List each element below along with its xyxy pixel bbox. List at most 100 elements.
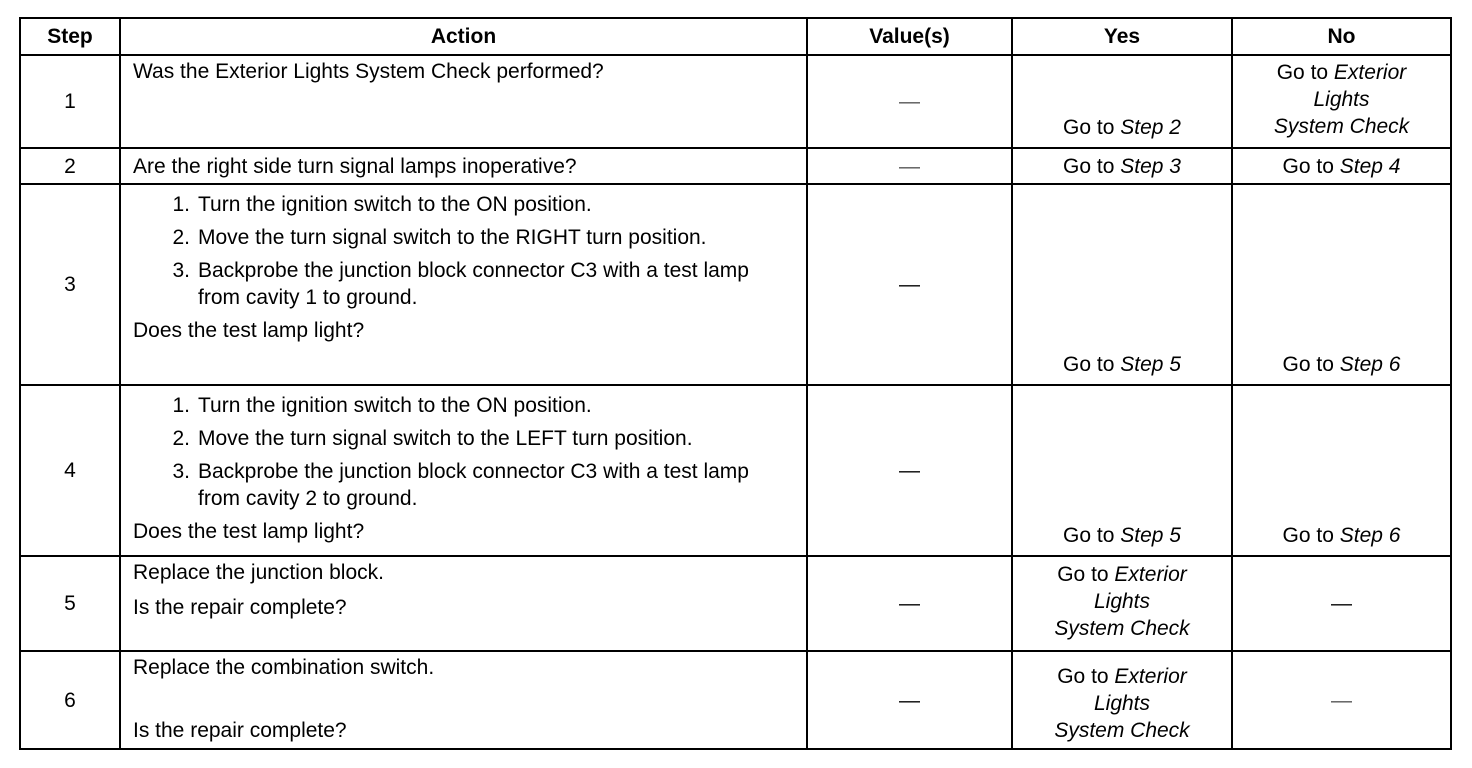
no-dash: — (1331, 688, 1352, 712)
no-link[interactable]: Step 6 (1339, 524, 1401, 547)
table-row: 6 Replace the combination switch. Is the… (19, 650, 1452, 750)
substep: 2.Move the turn signal switch to the LEF… (133, 425, 794, 452)
no-cell: Go to Step 6 (1231, 183, 1452, 386)
action-text: Replace the junction block. (133, 561, 384, 584)
yes-link[interactable]: Exterior (1114, 665, 1187, 688)
value-dash: — (899, 273, 920, 296)
yes-cell: Go to Exterior Lights System Check (1011, 555, 1233, 652)
no-prefix: Go to (1276, 61, 1334, 84)
table-row: 2 Are the right side turn signal lamps i… (19, 147, 1452, 185)
step-number: 1 (19, 54, 121, 149)
step-number: 2 (19, 147, 121, 185)
step-number: 6 (19, 650, 121, 750)
yes-cell: Go to Step 3 (1011, 147, 1233, 185)
yes-link-line[interactable]: System Check (1054, 719, 1190, 742)
yes-prefix: Go to (1063, 116, 1121, 139)
no-dash: — (1331, 592, 1352, 615)
action-question: Is the repair complete? (133, 719, 347, 742)
substep-text: Turn the ignition switch to the ON posit… (198, 193, 592, 216)
table-row: 1 Was the Exterior Lights System Check p… (19, 54, 1452, 149)
action-text: Replace the combination switch. (133, 656, 435, 679)
yes-cell: Go to Step 5 (1011, 183, 1233, 386)
action-cell: Was the Exterior Lights System Check per… (119, 54, 808, 149)
action-question: Is the repair complete? (133, 596, 347, 619)
action-cell: Replace the combination switch. Is the r… (119, 650, 808, 750)
no-cell: Go to Step 4 (1231, 147, 1452, 185)
no-link-line[interactable]: Lights (1313, 88, 1370, 111)
value-cell: — (806, 384, 1013, 557)
substep-text: Backprobe the junction block connector C… (198, 259, 749, 309)
yes-link[interactable]: Step 5 (1120, 524, 1181, 547)
no-prefix: Go to (1282, 353, 1340, 376)
step-number: 4 (19, 384, 121, 557)
header-yes: Yes (1011, 17, 1233, 56)
value-dash: — (899, 459, 920, 482)
action-cell: 1. Turn the ignition switch to the ON pos… (119, 384, 808, 557)
yes-link[interactable]: Exterior (1114, 563, 1187, 586)
substep-list: 1. Turn the ignition switch to the ON pos… (133, 191, 794, 311)
value-dash: — (899, 592, 920, 615)
no-prefix: Go to (1282, 524, 1340, 547)
no-link-line[interactable]: System Check (1273, 115, 1410, 138)
table-row: 3 1. Turn the ignition switch to the ON p… (19, 183, 1452, 386)
yes-link-line[interactable]: Lights (1093, 692, 1151, 715)
substep-text: Turn the ignition switch to the ON posit… (198, 394, 592, 417)
substep: 1. Turn the ignition switch to the ON pos… (133, 191, 794, 218)
value-dash: — (899, 688, 920, 712)
action-cell: Are the right side turn signal lamps ino… (119, 147, 808, 185)
header-no: No (1231, 17, 1452, 56)
no-cell: Go to Exterior Lights System Check (1231, 54, 1452, 149)
yes-prefix: Go to (1063, 154, 1121, 178)
no-prefix: Go to (1282, 154, 1340, 178)
value-cell: — (806, 650, 1013, 750)
substep-text: Move the turn signal switch to the RIGHT… (198, 226, 707, 249)
yes-prefix: Go to (1057, 665, 1115, 688)
value-cell: — (806, 147, 1013, 185)
substep-number: 1. (172, 193, 190, 216)
table-row: 4 1. Turn the ignition switch to the ON p… (19, 384, 1452, 557)
substep: 1. Turn the ignition switch to the ON pos… (133, 392, 794, 419)
no-link[interactable]: Step 4 (1339, 154, 1401, 178)
action-cell: 1. Turn the ignition switch to the ON pos… (119, 183, 808, 386)
substep-text: Backprobe the junction block connector C… (198, 460, 749, 510)
yes-prefix: Go to (1063, 353, 1121, 376)
substep-number: 2. (172, 427, 190, 450)
no-link[interactable]: Exterior (1333, 61, 1407, 84)
header-action: Action (119, 17, 808, 56)
value-cell: — (806, 54, 1013, 149)
no-cell: — (1231, 555, 1452, 652)
action-question: Does the test lamp light? (133, 520, 365, 543)
step-number: 5 (19, 555, 121, 652)
substep-number: 1. (172, 394, 190, 417)
no-cell: — (1231, 650, 1452, 750)
table-row: 5 Replace the junction block. Is the rep… (19, 555, 1452, 652)
yes-cell: Go to Step 5 (1011, 384, 1233, 557)
value-dash: — (899, 154, 920, 178)
action-question: Does the test lamp light? (133, 319, 365, 342)
value-cell: — (806, 555, 1013, 652)
substep: 3. Backprobe the junction block connector… (133, 458, 794, 512)
substep: 2. Move the turn signal switch to the RIG… (133, 224, 794, 251)
yes-link[interactable]: Step 3 (1120, 154, 1181, 178)
substep-number: 2. (172, 226, 190, 249)
substep-list: 1. Turn the ignition switch to the ON pos… (133, 392, 794, 512)
step-number: 3 (19, 183, 121, 386)
action-text: Was the Exterior Lights System Check per… (133, 60, 604, 83)
header-values: Value(s) (806, 17, 1013, 56)
yes-link[interactable]: Step 5 (1120, 353, 1181, 376)
yes-prefix: Go to (1063, 524, 1121, 547)
substep-number: 3. (172, 460, 190, 483)
yes-link-line[interactable]: System Check (1054, 617, 1190, 640)
yes-prefix: Go to (1057, 563, 1115, 586)
action-text: Are the right side turn signal lamps ino… (133, 154, 577, 178)
no-link[interactable]: Step 6 (1339, 353, 1401, 376)
yes-cell: Go to Exterior Lights System Check (1011, 650, 1233, 750)
value-cell: — (806, 183, 1013, 386)
diagnostic-table: Step Action Value(s) Yes No 1 Was the Ex… (19, 17, 1452, 750)
action-cell: Replace the junction block. Is the repai… (119, 555, 808, 652)
yes-link-line[interactable]: Lights (1093, 590, 1151, 613)
substep: 3.Backprobe the junction block connector… (133, 257, 794, 311)
header-step: Step (19, 17, 121, 56)
table-header-row: Step Action Value(s) Yes No (19, 17, 1452, 56)
yes-link[interactable]: Step 2 (1120, 116, 1181, 139)
